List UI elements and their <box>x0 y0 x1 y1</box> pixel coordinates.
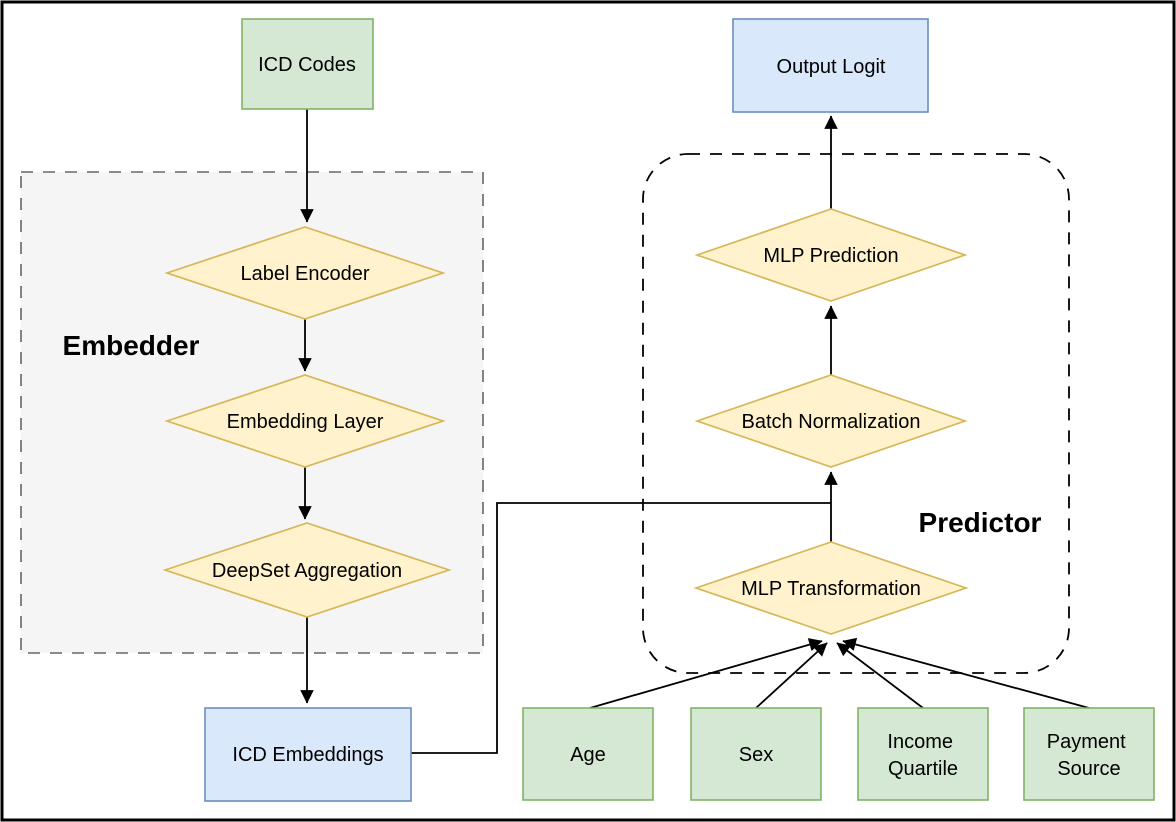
predictor-group-label: Predictor <box>919 507 1042 538</box>
label-encoder-label: Label Encoder <box>241 263 370 285</box>
mlp-transformation-label: MLP Transformation <box>741 578 921 600</box>
embedding-layer-diamond <box>164 374 446 468</box>
age-node <box>522 707 654 801</box>
payment-source-label: Payment Source <box>1047 731 1132 780</box>
output-logit-label: Output Logit <box>777 56 886 78</box>
age-label: Age <box>570 744 606 766</box>
label-encoder-diamond <box>164 226 446 320</box>
batch-normalization-label: Batch Normalization <box>742 411 921 433</box>
income-quartile-label: Income Quartile <box>887 731 958 780</box>
embedder-group-label: Embedder <box>63 330 200 361</box>
predictor-group-box <box>642 153 1070 674</box>
icd-embeddings-label: ICD Embeddings <box>232 744 383 766</box>
sex-label: Sex <box>739 744 773 766</box>
output-logit-node <box>732 18 929 113</box>
mlp-transformation-diamond <box>693 541 969 635</box>
deepset-aggregation-label: DeepSet Aggregation <box>212 560 402 582</box>
icd-codes-node <box>241 18 374 110</box>
arrow-age-to-mlp-transformation <box>589 638 823 709</box>
batch-normalization-diamond <box>694 374 968 468</box>
icd-codes-label: ICD Codes <box>258 54 356 76</box>
deepset-aggregation-diamond <box>162 522 452 618</box>
mlp-prediction-diamond <box>694 208 968 302</box>
arrow-sex-to-mlp-transformation <box>755 642 828 709</box>
income-quartile-node <box>857 707 989 801</box>
arrow-income-quartile-to-mlp-transformation <box>836 642 924 709</box>
arrow-payment-source-to-mlp-transformation <box>842 637 1090 709</box>
sex-node <box>690 707 822 801</box>
connector-icd-embeddings-to-predictor <box>411 502 831 754</box>
icd-embeddings-node <box>204 707 412 802</box>
embedding-layer-label: Embedding Layer <box>227 411 384 433</box>
mlp-prediction-label: MLP Prediction <box>763 245 898 267</box>
payment-source-node <box>1023 707 1155 801</box>
